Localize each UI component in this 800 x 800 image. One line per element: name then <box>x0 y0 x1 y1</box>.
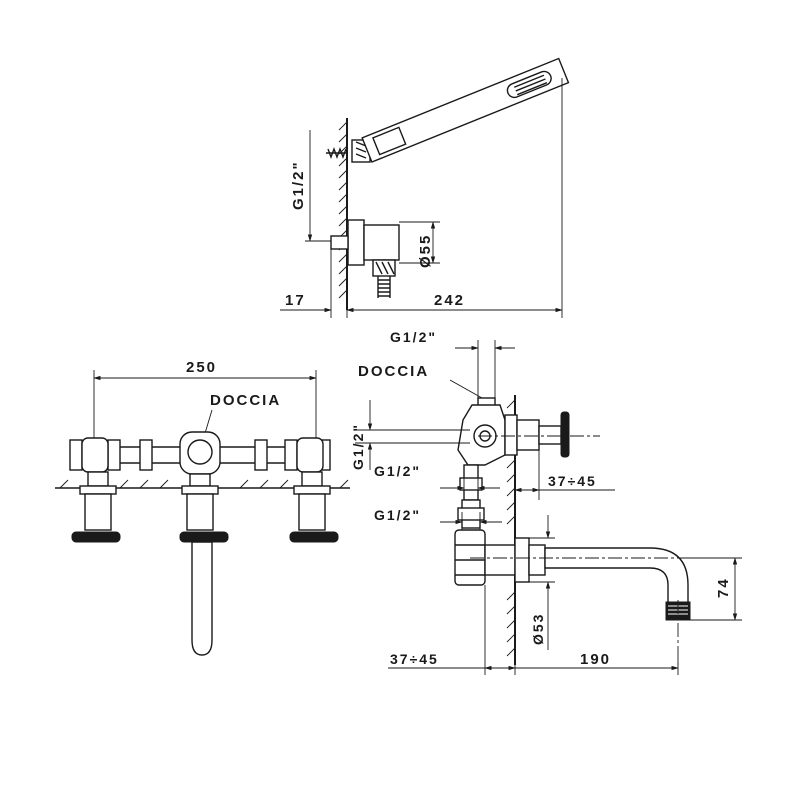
thread-label-side-mid: G1/2" <box>374 463 421 479</box>
dimension-242-label: 242 <box>434 292 465 309</box>
side-view-mixer <box>355 340 742 675</box>
range-label-lower: 37÷45 <box>390 651 439 667</box>
doccia-label-side: DOCCIA <box>358 363 429 380</box>
diameter-53-label: Ø53 <box>530 613 546 645</box>
dimension-190-label: 190 <box>580 651 611 668</box>
thread-label-side-top: G1/2" <box>390 329 437 345</box>
thread-label-side-lower: G1/2" <box>374 507 421 523</box>
doccia-label-front: DOCCIA <box>210 392 281 409</box>
range-label-upper: 37÷45 <box>548 473 597 489</box>
dimension-250-label: 250 <box>186 359 217 376</box>
diameter-55-label: Ø55 <box>417 234 434 268</box>
dimension-74-label: 74 <box>715 577 732 598</box>
thread-label-side-vertical: G1/2" <box>350 423 366 470</box>
front-view-mixer <box>55 370 350 656</box>
thread-label-top: G1/2" <box>290 160 307 210</box>
dimension-17-label: 17 <box>285 292 306 309</box>
top-view-handshower <box>280 57 570 318</box>
